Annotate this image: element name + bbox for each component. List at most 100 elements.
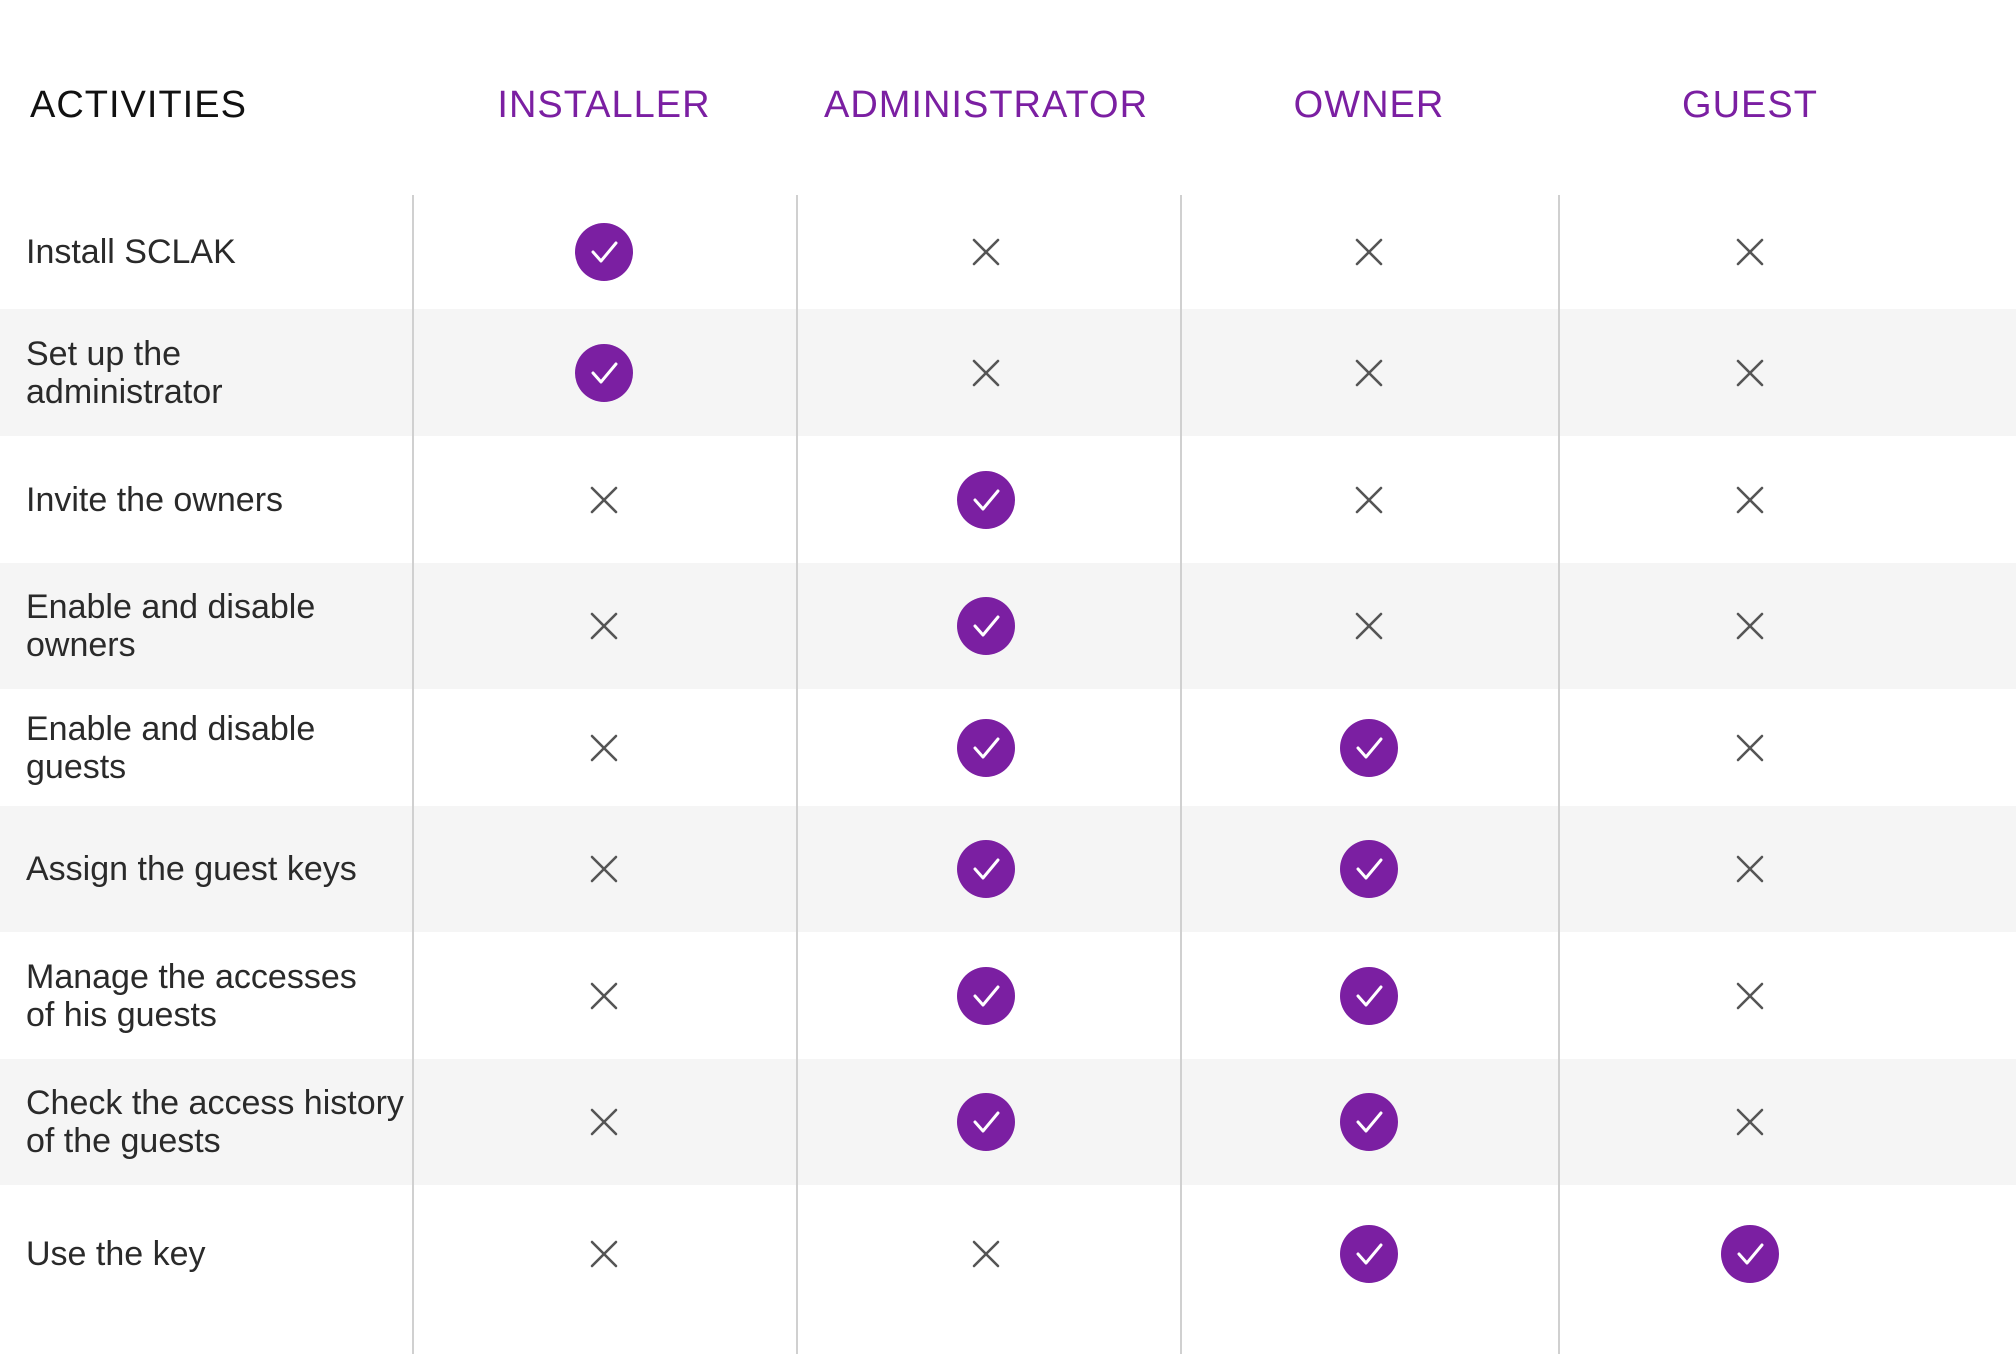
cross-icon bbox=[1735, 485, 1765, 515]
permission-cell-installer bbox=[412, 436, 796, 563]
check-circle-icon bbox=[957, 1093, 1015, 1151]
permission-cell-guest bbox=[1558, 1059, 1942, 1185]
permission-cell-guest bbox=[1558, 932, 1942, 1059]
permission-cell-owner bbox=[1177, 932, 1561, 1059]
permission-cell-installer bbox=[412, 309, 796, 436]
check-circle-icon bbox=[957, 470, 1015, 529]
activity-label: Install SCLAK bbox=[26, 233, 236, 271]
permission-cell-owner bbox=[1177, 1059, 1561, 1185]
permission-cell-guest bbox=[1558, 563, 1942, 689]
header-role-installer: INSTALLER bbox=[497, 84, 711, 126]
table-row: Assign the guest keys bbox=[0, 806, 2016, 932]
cross-icon bbox=[971, 358, 1001, 388]
cross-icon bbox=[1735, 611, 1765, 641]
cross-icon bbox=[589, 981, 619, 1011]
activity-label: Invite the owners bbox=[26, 480, 284, 519]
permission-cell-administrator bbox=[794, 563, 1178, 689]
header-role-owner: OWNER bbox=[1293, 84, 1445, 126]
permission-cell-guest bbox=[1558, 806, 1942, 932]
permission-cell-owner bbox=[1177, 436, 1561, 563]
cross-icon bbox=[589, 854, 619, 884]
table-row: Check the access history of the guests bbox=[0, 1059, 2016, 1185]
permission-cell-administrator bbox=[794, 932, 1178, 1059]
table-row: Enable and disable guests bbox=[0, 689, 2016, 806]
permission-cell-installer bbox=[412, 1185, 796, 1322]
permission-cell-administrator bbox=[794, 1185, 1178, 1322]
permission-cell-guest bbox=[1558, 195, 1942, 309]
cross-icon bbox=[1354, 237, 1384, 267]
permission-cell-owner bbox=[1177, 309, 1561, 436]
header-role-administrator: ADMINISTRATOR bbox=[823, 84, 1149, 126]
cross-icon bbox=[1735, 358, 1765, 388]
cross-icon bbox=[589, 611, 619, 641]
permission-cell-guest bbox=[1558, 1185, 1942, 1322]
check-circle-icon bbox=[957, 840, 1015, 898]
cross-icon bbox=[589, 1239, 619, 1269]
activity-label: Enable and disable owners bbox=[26, 588, 316, 664]
activity-label: Manage the accesses of his guests bbox=[26, 957, 357, 1034]
permission-cell-installer bbox=[412, 932, 796, 1059]
check-circle-icon bbox=[957, 718, 1015, 777]
activity-label: Assign the guest keys bbox=[26, 850, 357, 888]
permission-cell-installer bbox=[412, 563, 796, 689]
permission-cell-owner bbox=[1177, 195, 1561, 309]
table-row: Set up the administrator bbox=[0, 309, 2016, 436]
cross-icon bbox=[589, 733, 619, 763]
cross-icon bbox=[1735, 237, 1765, 267]
check-circle-icon bbox=[1340, 718, 1398, 777]
check-circle-icon bbox=[1340, 1224, 1398, 1283]
cross-icon bbox=[589, 485, 619, 515]
permission-cell-installer bbox=[412, 689, 796, 806]
permission-cell-administrator bbox=[794, 1059, 1178, 1185]
check-circle-icon bbox=[957, 966, 1015, 1025]
column-divider bbox=[796, 195, 798, 1354]
permission-cell-administrator bbox=[794, 436, 1178, 563]
cross-icon bbox=[1354, 485, 1384, 515]
permission-cell-guest bbox=[1558, 309, 1942, 436]
table-row: Install SCLAK bbox=[0, 195, 2016, 309]
column-divider bbox=[1180, 195, 1182, 1354]
cross-icon bbox=[971, 237, 1001, 267]
cross-icon bbox=[1735, 854, 1765, 884]
cross-icon bbox=[589, 1107, 619, 1137]
activity-label: Set up the administrator bbox=[26, 334, 223, 411]
cross-icon bbox=[1735, 981, 1765, 1011]
check-circle-icon bbox=[1340, 840, 1398, 898]
table-row: Enable and disable owners bbox=[0, 563, 2016, 689]
table-header: ACTIVITIES INSTALLER ADMINISTRATOR OWNER… bbox=[0, 60, 2016, 150]
permission-cell-administrator bbox=[794, 689, 1178, 806]
column-divider bbox=[1558, 195, 1560, 1354]
permission-cell-owner bbox=[1177, 1185, 1561, 1322]
activity-label: Check the access history of the guests bbox=[26, 1084, 404, 1160]
table-row: Use the key bbox=[0, 1185, 2016, 1322]
permission-cell-owner bbox=[1177, 806, 1561, 932]
activity-label: Use the key bbox=[26, 1234, 206, 1273]
cross-icon bbox=[1354, 358, 1384, 388]
permission-cell-administrator bbox=[794, 195, 1178, 309]
cross-icon bbox=[1735, 1107, 1765, 1137]
permission-cell-installer bbox=[412, 1059, 796, 1185]
permission-cell-guest bbox=[1558, 436, 1942, 563]
table-row: Invite the owners bbox=[0, 436, 2016, 563]
cross-icon bbox=[1354, 611, 1384, 641]
table-row: Manage the accesses of his guests bbox=[0, 932, 2016, 1059]
permission-cell-guest bbox=[1558, 689, 1942, 806]
check-circle-icon bbox=[1721, 1224, 1779, 1283]
check-circle-icon bbox=[957, 597, 1015, 655]
permission-cell-owner bbox=[1177, 689, 1561, 806]
permission-cell-installer bbox=[412, 195, 796, 309]
check-circle-icon bbox=[1340, 1093, 1398, 1151]
permission-cell-administrator bbox=[794, 309, 1178, 436]
check-circle-icon bbox=[575, 343, 633, 402]
header-activities: ACTIVITIES bbox=[30, 84, 247, 126]
cross-icon bbox=[971, 1239, 1001, 1269]
check-circle-icon bbox=[1340, 966, 1398, 1025]
permission-cell-administrator bbox=[794, 806, 1178, 932]
header-role-guest: GUEST bbox=[1682, 84, 1818, 126]
permission-cell-installer bbox=[412, 806, 796, 932]
activity-label: Enable and disable guests bbox=[26, 709, 316, 786]
cross-icon bbox=[1735, 733, 1765, 763]
permission-cell-owner bbox=[1177, 563, 1561, 689]
